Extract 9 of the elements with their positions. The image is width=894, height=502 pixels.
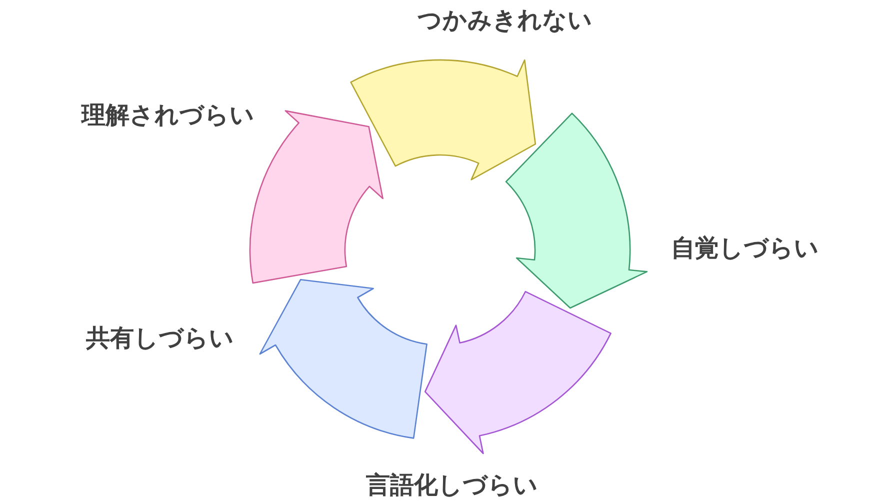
step-label: 理解されづらい: [82, 100, 254, 131]
cycle-segment: [259, 278, 428, 439]
step-label: 自覚しづらい: [671, 233, 819, 264]
cycle-segment: [350, 59, 536, 180]
step-label: 共有しづらい: [86, 323, 234, 354]
cycle-segment: [424, 290, 612, 454]
cycle-segment: [505, 112, 648, 309]
step-label: つかみきれない: [418, 5, 592, 36]
step-label: 言語化しづらい: [366, 470, 538, 501]
